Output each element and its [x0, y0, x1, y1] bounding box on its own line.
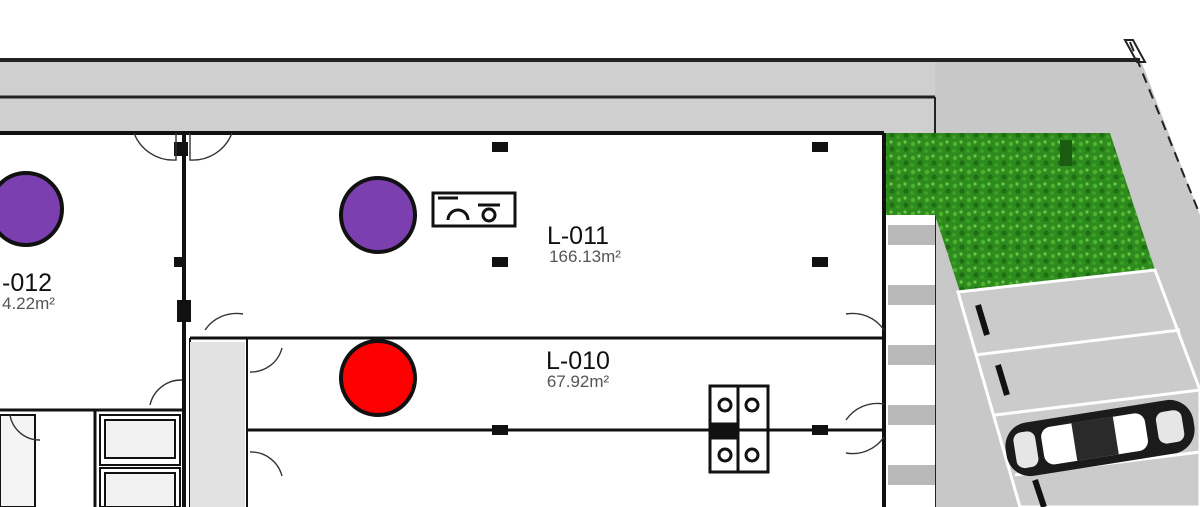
structural-columns: [174, 142, 828, 435]
parked-car-icon: [1005, 399, 1195, 477]
tree-icon: [1060, 140, 1072, 166]
crosswalk-stripes: [888, 215, 935, 507]
restroom-cubicles: [0, 414, 181, 507]
unit-area-010: 67.92m²: [547, 372, 610, 391]
door-swing-icon: [9, 414, 41, 441]
washroom-fixture-icon: [708, 384, 770, 474]
door-swing-icon: [133, 132, 177, 161]
unit-label-011[interactable]: L-011: [547, 222, 609, 250]
door-swings: [9, 132, 885, 477]
door-swing-icon: [149, 379, 183, 406]
unit-label-012[interactable]: -012: [2, 269, 52, 297]
door-swing-icon: [845, 312, 885, 331]
door-swing-icon: [249, 451, 283, 477]
boundary-marker: [1123, 39, 1147, 63]
unit-label-010[interactable]: L-010: [546, 347, 610, 375]
unit-area-012: 4.22m²: [2, 294, 55, 313]
door-swing-icon: [204, 312, 244, 331]
property-dashed-line: [1129, 41, 1200, 216]
unit-status-marker-011[interactable]: [339, 176, 417, 254]
unit-area-011: 166.13m²: [549, 247, 621, 266]
door-swing-icon: [845, 436, 885, 455]
door-swing-icon: [845, 402, 885, 421]
unit-status-marker-012[interactable]: [0, 171, 64, 247]
kitchen-fixture-icon: [431, 191, 517, 228]
grass-area: [886, 133, 1155, 292]
building-walls: [0, 131, 886, 507]
unit-status-marker-010[interactable]: [339, 339, 417, 417]
door-swing-icon: [249, 347, 283, 373]
door-swing-icon: [189, 132, 233, 161]
